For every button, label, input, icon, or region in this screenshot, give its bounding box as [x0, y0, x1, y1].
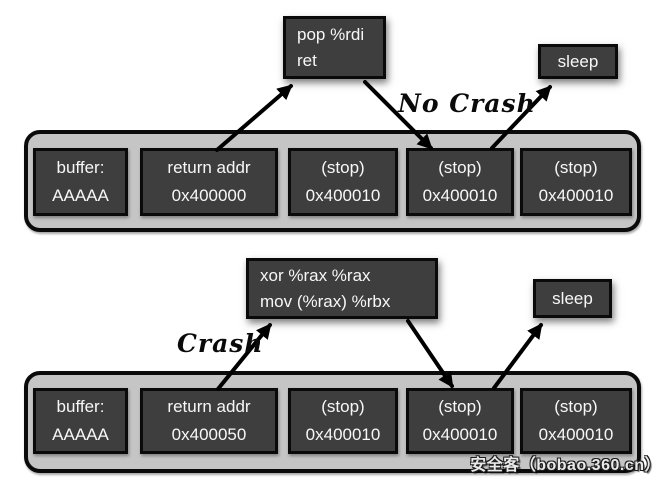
cell-line: return addr: [167, 158, 251, 177]
stack-cell-stop-2: (stop) 0x400010: [406, 148, 514, 216]
stack-cell-stop-3: (stop) 0x400010: [520, 388, 632, 454]
cell-line: 0x400050: [171, 425, 247, 444]
cell-line: (stop): [438, 158, 482, 177]
gadget-instruction: xor %rax %rax: [260, 265, 371, 285]
cell-line: AAAAA: [52, 186, 109, 205]
gadget-box-xor-rax: xor %rax %rax mov (%rax) %rbx: [246, 258, 438, 319]
cell-line: 0x400010: [538, 186, 614, 205]
cell-line: 0x400000: [171, 186, 247, 205]
cell-line: 0x400010: [305, 425, 381, 444]
cell-line: (stop): [438, 397, 482, 416]
no-crash-label: No Crash: [398, 89, 536, 118]
gadget-instruction: pop %rdi: [297, 24, 365, 44]
crash-label: Crash: [177, 329, 264, 358]
stack-cell-return-addr: return addr 0x400000: [140, 148, 278, 216]
stack-cell-stop-3: (stop) 0x400010: [520, 148, 632, 216]
stack-cell-stop-1: (stop) 0x400010: [288, 148, 398, 216]
sleep-label: sleep: [557, 51, 599, 71]
sleep-function-box-bottom: sleep: [533, 279, 612, 318]
gadget-instruction: ret: [297, 50, 317, 70]
cell-line: buffer:: [56, 158, 105, 177]
cell-line: (stop): [321, 158, 365, 177]
watermark-bobao360: 安全客（bobao.360.cn）: [470, 457, 661, 474]
gadget-instruction: mov (%rax) %rbx: [260, 291, 391, 311]
cell-line: (stop): [554, 158, 598, 177]
cell-line: return addr: [167, 397, 251, 416]
stack-cell-return-addr: return addr 0x400050: [140, 388, 278, 454]
cell-line: buffer:: [56, 397, 105, 416]
cell-line: (stop): [554, 397, 598, 416]
cell-line: AAAAA: [52, 425, 109, 444]
sleep-function-box-top: sleep: [538, 44, 618, 79]
cell-line: 0x400010: [538, 425, 614, 444]
sleep-label: sleep: [552, 288, 593, 308]
cell-line: 0x400010: [422, 425, 498, 444]
stack-cell-stop-1: (stop) 0x400010: [288, 388, 398, 454]
cell-line: 0x400010: [422, 186, 498, 205]
stack-cell-buffer: buffer: AAAAA: [33, 148, 128, 216]
cell-line: 0x400010: [305, 186, 381, 205]
stack-cell-stop-2: (stop) 0x400010: [406, 388, 514, 454]
stack-cell-buffer: buffer: AAAAA: [33, 388, 128, 454]
gadget-box-pop-rdi: pop %rdi ret: [283, 16, 386, 79]
cell-line: (stop): [321, 397, 365, 416]
